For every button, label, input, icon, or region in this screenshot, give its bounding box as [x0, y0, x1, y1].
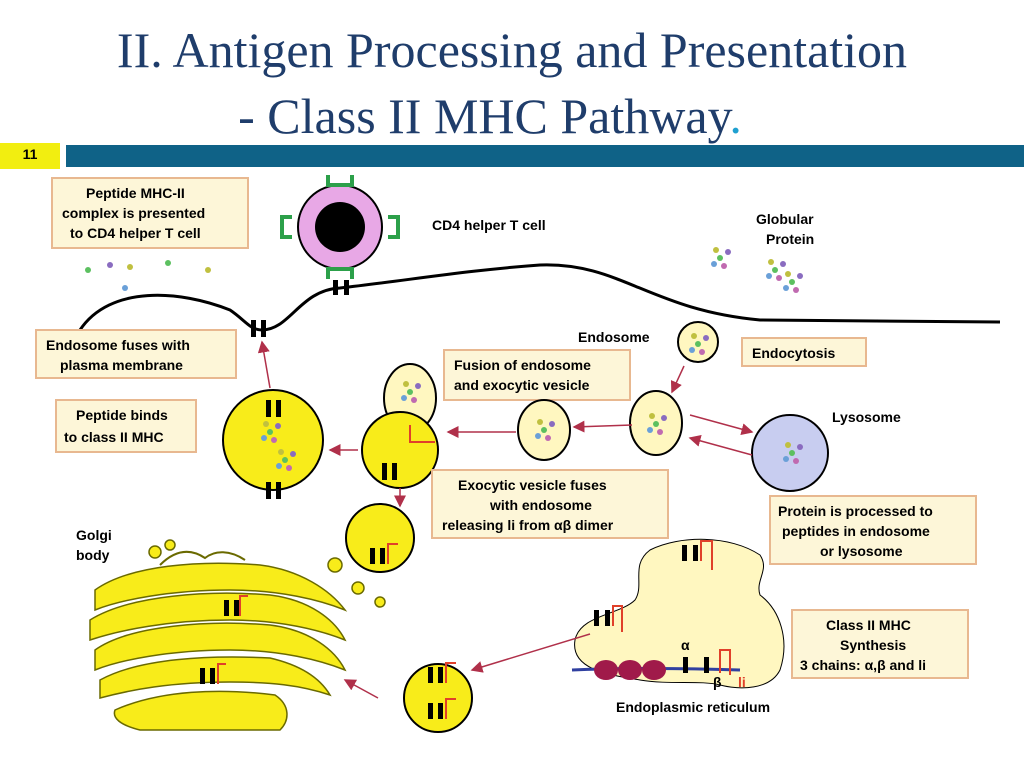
box-endosome-fuses-l1: Endosome fuses with: [46, 337, 190, 353]
box-fusion: [443, 349, 631, 401]
box-peptide-complex-l2: complex is presented: [62, 205, 205, 221]
box-exocytic-l2: with endosome: [489, 497, 592, 513]
golgi-mhc: [200, 595, 248, 684]
mhc-membrane: [251, 320, 266, 337]
slide-number: 11: [0, 143, 60, 169]
box-protein-processed-l3: or lysosome: [820, 543, 903, 559]
title-accent: .: [729, 88, 742, 144]
box-endosome-fuses-l2: plasma membrane: [60, 357, 183, 373]
vesicle-peptide-binding: [222, 389, 324, 499]
golgi-body: [89, 550, 348, 731]
box-exocytic-l1: Exocytic vesicle fuses: [458, 477, 607, 493]
box-synthesis-l2: Synthesis: [840, 637, 906, 653]
box-exocytic-l3: releasing li from αβ dimer: [442, 517, 614, 533]
box-synthesis-l1: Class II MHC: [826, 617, 911, 633]
label-beta: β: [713, 674, 722, 690]
label-globular-2: Protein: [766, 231, 814, 247]
cd4-t-cell: [280, 175, 400, 295]
title-line-1: II. Antigen Processing and Presentation: [116, 22, 908, 78]
header-bar: [66, 145, 1024, 167]
vesicle-transport: [403, 662, 473, 733]
box-peptide-binds: [55, 399, 197, 453]
box-peptide-complex: [51, 177, 249, 249]
label-cd4: CD4 helper T cell: [432, 217, 546, 233]
label-lysosome: Lysosome: [832, 409, 901, 425]
pathway-diagram: CD4 helper T cell Globular Protein Endos…: [35, 175, 1001, 733]
box-peptide-binds-l2: to class II MHC: [64, 429, 164, 445]
label-ii: li: [738, 674, 746, 690]
box-protein-processed: [769, 495, 977, 565]
vesicle-fusion: [361, 363, 439, 489]
box-peptide-complex-l1: Peptide MHC-II: [86, 185, 185, 201]
plasma-membrane: [78, 263, 1001, 332]
title-line-2: - Class II MHC Pathway.: [60, 88, 920, 144]
label-golgi-1: Golgi: [76, 527, 112, 543]
box-fusion-l1: Fusion of endosome: [454, 357, 591, 373]
box-endocytosis-text: Endocytosis: [752, 345, 835, 361]
endosome-middle: [517, 390, 683, 461]
endoplasmic-reticulum: [571, 538, 785, 689]
title-line-2-text: - Class II MHC Pathway: [238, 88, 730, 144]
box-protein-processed-l1: Protein is processed to: [778, 503, 933, 519]
box-exocytic: [431, 469, 669, 539]
box-peptide-complex-l3: to CD4 helper T cell: [70, 225, 201, 241]
box-endocytosis: [741, 337, 867, 367]
box-synthesis: [791, 609, 969, 679]
label-globular-1: Globular: [756, 211, 814, 227]
pathway-arrows: [257, 340, 754, 699]
label-alpha: α: [681, 637, 690, 653]
free-peptides: [85, 260, 211, 291]
golgi-exit-vesicles: [148, 539, 386, 608]
box-fusion-l2: and exocytic vesicle: [454, 377, 590, 393]
lysosome: [751, 414, 829, 492]
label-golgi-2: body: [76, 547, 110, 563]
box-peptide-binds-l1: Peptide binds: [76, 407, 168, 423]
globular-protein: [711, 247, 803, 293]
label-er: Endoplasmic reticulum: [616, 699, 770, 715]
endosome-top: [677, 321, 719, 363]
box-synthesis-l3: 3 chains: α,β and li: [800, 657, 926, 673]
vesicle-exocytic: [345, 503, 415, 573]
label-endosome: Endosome: [578, 329, 650, 345]
box-endosome-fuses: [35, 329, 237, 379]
box-protein-processed-l2: peptides in endosome: [782, 523, 930, 539]
